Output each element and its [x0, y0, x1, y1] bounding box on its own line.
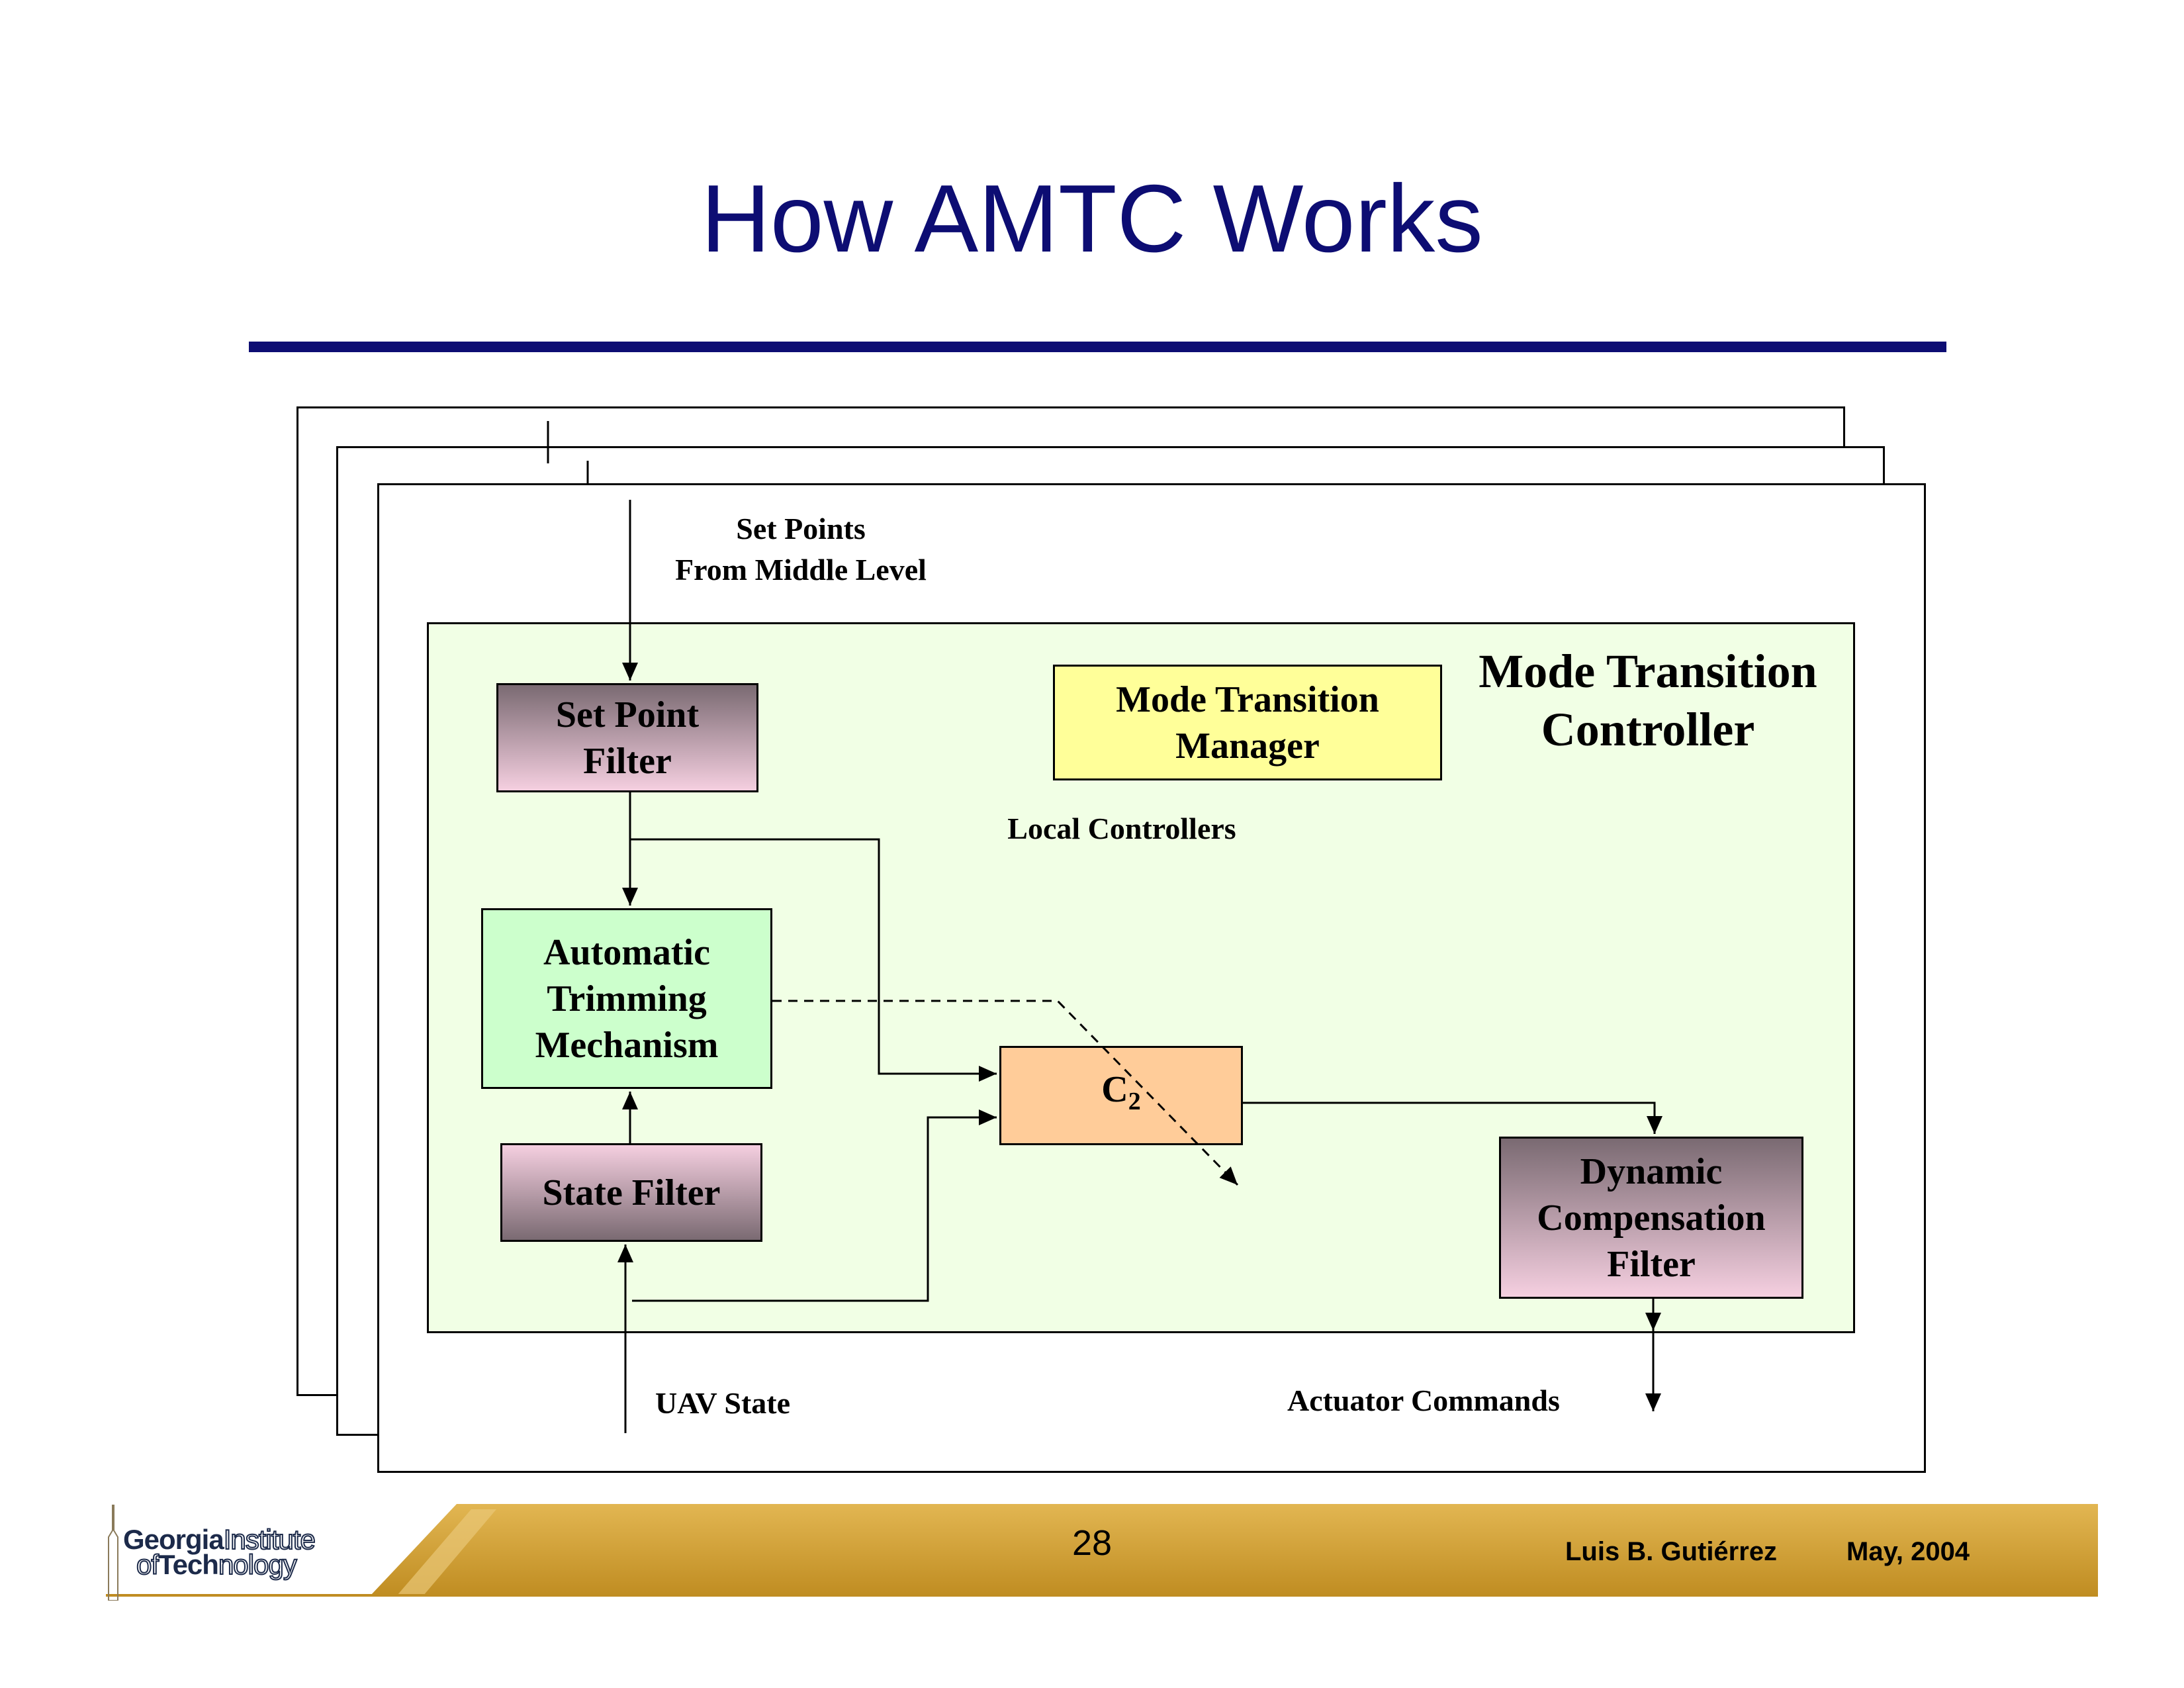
controller-title: Mode Transition Controller	[1479, 645, 1817, 756]
set-point-filter-block: Set Point Filter	[496, 683, 758, 792]
local-controllers-label: Local Controllers	[1007, 812, 1236, 845]
logo-nology-text: nology	[218, 1548, 298, 1581]
c2-to-dynamic-compensation-arrow	[1243, 1102, 1662, 1134]
page-number: 28	[1071, 1523, 1113, 1563]
slide-title: How AMTC Works	[701, 165, 1483, 272]
tech-tower-icon	[108, 1505, 118, 1601]
logo-georgia-text: Georgia	[123, 1524, 224, 1555]
uav-state-label: UAV State	[655, 1386, 791, 1420]
set-point-to-c2-arrow	[630, 838, 997, 1082]
footer-date: May, 2004	[1846, 1537, 1970, 1566]
c2-controller-block: C2	[999, 1046, 1243, 1145]
actuator-commands-label: Actuator Commands	[1287, 1383, 1560, 1417]
georgia-tech-logo-line1: GeorgiaInstitute	[123, 1523, 316, 1556]
automatic-trimming-mechanism-block: Automatic Trimming Mechanism	[481, 908, 772, 1089]
dynamic-compensation-filter-block: Dynamic Compensation Filter	[1499, 1137, 1803, 1299]
footer-band	[106, 1504, 2098, 1597]
c2-label: C2	[1101, 1066, 1140, 1125]
title-underline	[249, 342, 1946, 352]
set-points-input-label: Set Points From Middle Level	[675, 512, 927, 586]
logo-institute-text: Institute	[223, 1523, 316, 1556]
c2-subscript: 2	[1128, 1088, 1141, 1116]
georgia-tech-logo-line2: ofTechnology	[136, 1548, 298, 1581]
mode-transition-manager-block: Mode Transition Manager	[1053, 665, 1442, 780]
logo-of-text: of	[136, 1548, 159, 1581]
c2-main-text: C	[1101, 1068, 1128, 1110]
uav-state-to-c2-arrow	[632, 1109, 997, 1302]
trimming-adaptation-dashed-arrow	[772, 1000, 1239, 1186]
state-filter-block: State Filter	[500, 1143, 762, 1242]
logo-tech-text: Tech	[158, 1549, 219, 1580]
footer-author: Luis B. Gutiérrez	[1565, 1537, 1778, 1566]
